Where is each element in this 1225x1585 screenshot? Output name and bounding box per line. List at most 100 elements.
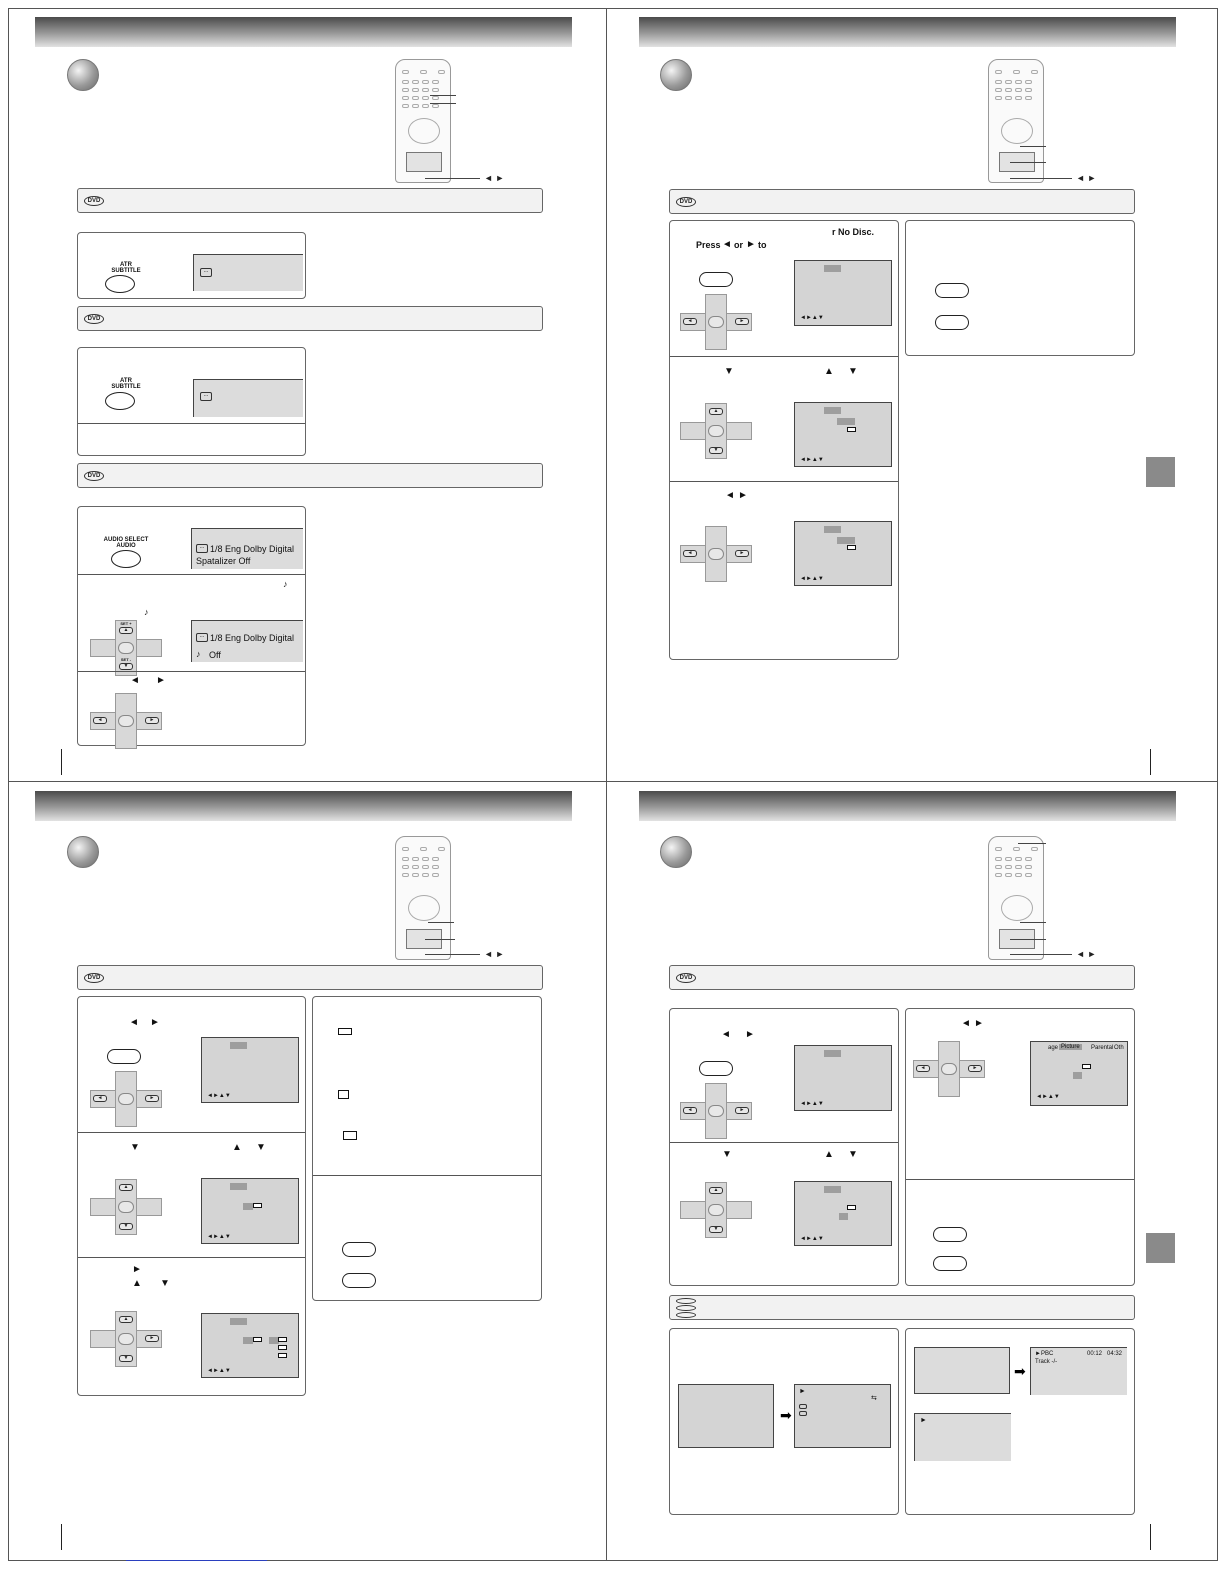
- osd-setup-screen: ◄►▲▼: [794, 1045, 892, 1111]
- right-button[interactable]: ►: [968, 1065, 982, 1072]
- down-button[interactable]: ▼: [119, 1355, 133, 1362]
- remote-dpad: ◄ ►: [913, 1041, 985, 1097]
- callout-line: [425, 939, 455, 940]
- picture-steps-box: ◄ ► ◄ ► age Picture Parental Oth ◄►▲▼: [905, 1008, 1135, 1286]
- left-button[interactable]: ◄: [683, 318, 697, 325]
- osd-setup-screen: ◄►▲▼: [794, 260, 892, 326]
- audio-button[interactable]: [111, 550, 141, 568]
- osd-picture-menu: age Picture Parental Oth ◄►▲▼: [1030, 1041, 1128, 1106]
- header-band: [639, 791, 1176, 821]
- section-bullet-icon: [660, 59, 692, 91]
- vcd-section-bar: [669, 1295, 1135, 1320]
- left-button[interactable]: ◄: [916, 1065, 930, 1072]
- set-plus-button[interactable]: ▲: [119, 627, 133, 634]
- time-elapsed: 00:12: [1087, 1351, 1103, 1357]
- setup-button[interactable]: [933, 1227, 967, 1242]
- right-arrow-icon: ►: [746, 239, 756, 250]
- dvd-section-bar: DVD: [669, 965, 1135, 990]
- callout-line: [1020, 922, 1046, 923]
- audio-icon: ...: [196, 544, 208, 553]
- setup-button[interactable]: [935, 283, 969, 298]
- subtitle-label: SUBTITLE: [111, 384, 141, 390]
- dvd-logo-icon: DVD: [676, 197, 696, 207]
- left-button[interactable]: ◄: [683, 1107, 697, 1114]
- down-arrow-icon: ▼: [848, 1149, 858, 1160]
- up-button[interactable]: ▲: [709, 408, 723, 415]
- right-button[interactable]: ►: [735, 318, 749, 325]
- display-box-left: ➡ ► ⇆: [669, 1328, 899, 1515]
- header-band: [35, 791, 572, 821]
- side-tab: [1146, 1233, 1175, 1263]
- side-tab: [1146, 457, 1175, 487]
- horizontal-divider: [8, 781, 1218, 782]
- remote-dpad: ◄ ►: [680, 526, 752, 582]
- remote-dpad: ▲ ▼ ►: [90, 1311, 162, 1367]
- down-arrow-icon: ▼: [256, 1142, 266, 1153]
- nav-symbols: ◄►▲▼: [800, 576, 824, 582]
- setup-button[interactable]: [342, 1242, 376, 1257]
- audio-icon: [799, 1411, 807, 1416]
- osd-setup-screen: ◄►▲▼: [794, 1181, 892, 1246]
- remote-arrow-label: ◄ ►: [484, 173, 505, 183]
- return-button[interactable]: [342, 1273, 376, 1288]
- highlight-row: [839, 1213, 848, 1220]
- left-button[interactable]: ◄: [683, 550, 697, 557]
- right-button[interactable]: ►: [145, 717, 159, 724]
- setup-button[interactable]: [699, 272, 733, 287]
- subtitle-icon: ...: [200, 392, 212, 401]
- spatial-line-2: Off: [209, 650, 221, 660]
- atr-label: ATR: [120, 378, 132, 384]
- setup-steps-box: r No Disc. Press ◄ or ► to ◄ ► ◄►▲▼ ▼ ▲ …: [669, 220, 899, 660]
- cd-logo-icon: [676, 1305, 696, 1311]
- spatializer-icon: ♪: [196, 649, 201, 659]
- subtitle-button[interactable]: [105, 392, 135, 410]
- menu-tab-oth: Oth: [1114, 1045, 1124, 1051]
- highlight-row: [837, 537, 855, 544]
- left-button[interactable]: ◄: [93, 717, 107, 724]
- down-button[interactable]: ▼: [709, 447, 723, 454]
- down-arrow-icon: ▼: [724, 366, 734, 377]
- down-arrow-icon: ▼: [130, 1142, 140, 1153]
- right-button[interactable]: ►: [735, 550, 749, 557]
- box-divider: [78, 1132, 305, 1133]
- set-minus-label: SET -: [120, 657, 132, 662]
- highlight-tab: [230, 1042, 247, 1049]
- callout-line: [1020, 146, 1046, 147]
- dvd-logo-icon: DVD: [84, 314, 104, 324]
- set-plus-label: SET +: [120, 621, 132, 626]
- right-button[interactable]: ►: [145, 1095, 159, 1102]
- right-arrow-icon: ►: [150, 1017, 160, 1028]
- spatializer-icon: ♪: [283, 579, 288, 589]
- highlight-tab: [824, 265, 841, 272]
- return-button[interactable]: [935, 315, 969, 330]
- setup-button[interactable]: [699, 1061, 733, 1076]
- up-arrow-icon: ▲: [824, 1149, 834, 1160]
- highlight-tab: [824, 1050, 841, 1057]
- up-button[interactable]: ▲: [119, 1184, 133, 1191]
- box-divider: [906, 1179, 1134, 1180]
- down-button[interactable]: ▼: [119, 1223, 133, 1230]
- up-button[interactable]: ▲: [709, 1187, 723, 1194]
- subtitle-button[interactable]: [105, 275, 135, 293]
- callout-line: [1010, 954, 1072, 955]
- subtitle-icon: ...: [200, 268, 212, 277]
- right-button[interactable]: ►: [145, 1335, 159, 1342]
- up-button[interactable]: ▲: [119, 1316, 133, 1323]
- down-button[interactable]: ▼: [709, 1226, 723, 1233]
- remote-arrow-label: ◄ ►: [1076, 173, 1097, 183]
- set-minus-button[interactable]: ▼: [119, 663, 133, 670]
- dvd-section-bar: DVD: [77, 306, 543, 331]
- selection-marker: [847, 1205, 856, 1210]
- remote-control-illustration: [988, 59, 1044, 183]
- nav-symbols: ◄►▲▼: [207, 1234, 231, 1240]
- callout-line: [1010, 162, 1046, 163]
- highlight-tab: [230, 1183, 247, 1190]
- left-button[interactable]: ◄: [93, 1095, 107, 1102]
- right-button[interactable]: ►: [735, 1107, 749, 1114]
- return-button[interactable]: [933, 1256, 967, 1271]
- callout-line: [1018, 843, 1046, 844]
- osd-setup-screen: ◄►▲▼: [201, 1178, 299, 1244]
- remote-dpad: ▲ ▼: [680, 403, 752, 459]
- setup-button[interactable]: [107, 1049, 141, 1064]
